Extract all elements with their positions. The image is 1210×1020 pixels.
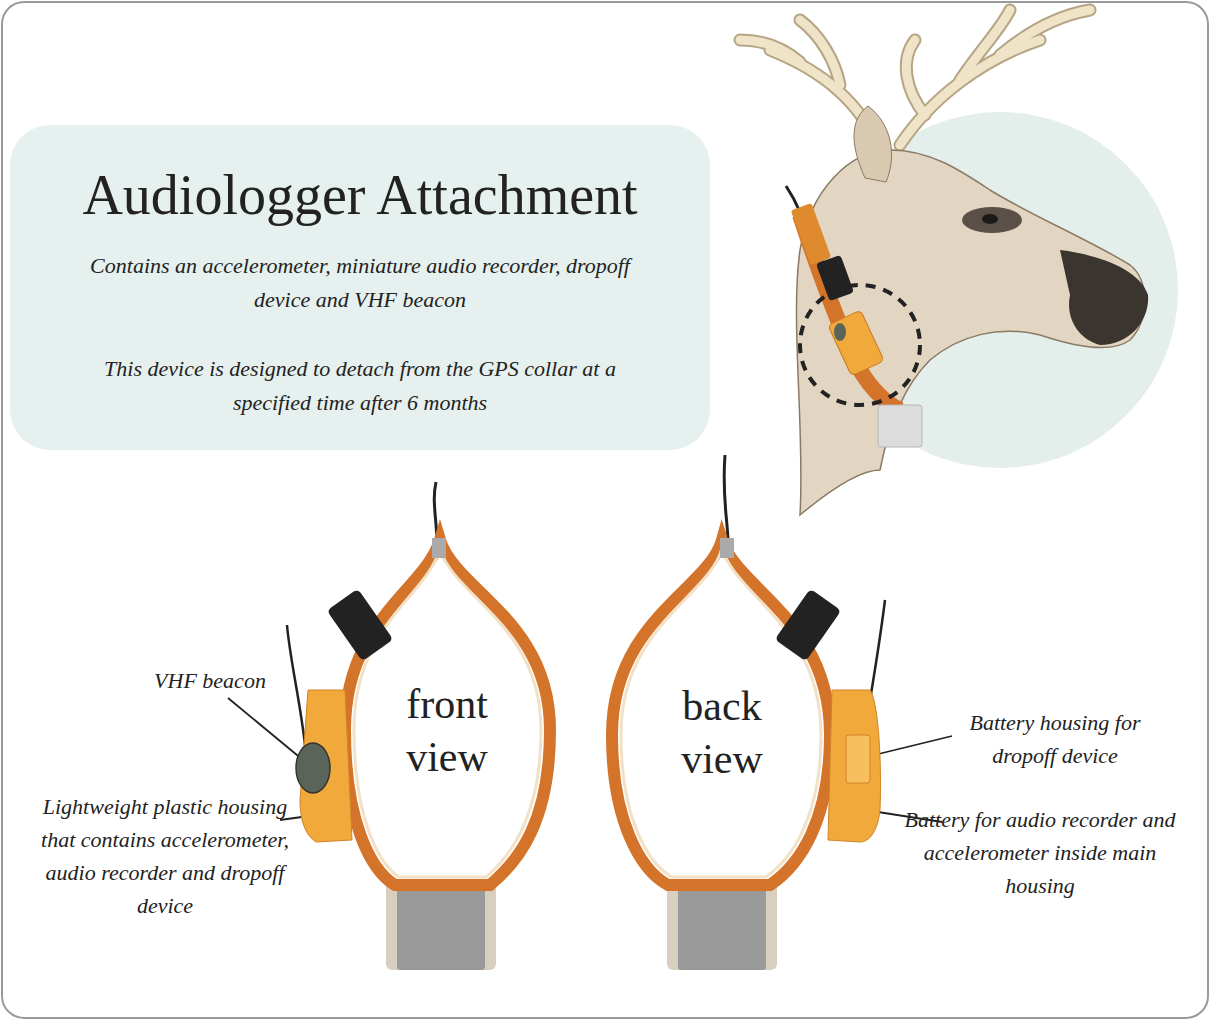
part-label: Battery for audio recorder and accelerom… bbox=[890, 803, 1190, 902]
collar-clip bbox=[432, 538, 446, 558]
gps-box bbox=[327, 589, 394, 662]
collar-drawing bbox=[612, 455, 885, 970]
dropoff-battery-housing bbox=[846, 735, 870, 783]
antenna bbox=[724, 455, 728, 540]
part-label: Lightweight plastic housing that contain… bbox=[40, 790, 290, 922]
drawing-part bbox=[900, 40, 1040, 145]
collar-lining bbox=[621, 548, 821, 877]
antlers bbox=[740, 10, 1090, 150]
drawing-part bbox=[740, 10, 1090, 150]
gps-box bbox=[816, 255, 854, 301]
counterweight bbox=[878, 405, 922, 447]
drawing-part bbox=[740, 40, 800, 62]
beacon-antenna bbox=[870, 600, 885, 700]
drawing-part bbox=[800, 20, 840, 85]
caribou-eye bbox=[982, 214, 998, 224]
counterweight-plate bbox=[678, 888, 766, 970]
vhf-beacon bbox=[296, 743, 330, 793]
gps-box bbox=[775, 589, 842, 662]
collar-loop bbox=[345, 540, 550, 885]
view-title: front view bbox=[382, 678, 512, 783]
collar-unit bbox=[791, 203, 832, 265]
caribou-ear bbox=[854, 106, 892, 182]
dashed-highlight bbox=[800, 285, 920, 405]
counterweight bbox=[667, 878, 777, 970]
audiologger-housing bbox=[828, 310, 884, 376]
drawing-part bbox=[906, 40, 925, 115]
counterweight-plate bbox=[397, 888, 485, 970]
counterweight bbox=[386, 878, 496, 970]
description: This device is designed to detach from t… bbox=[100, 352, 620, 420]
drawing-part bbox=[1000, 10, 1090, 55]
caribou-muzzle bbox=[1060, 250, 1148, 345]
part-label: Battery housing for dropoff device bbox=[950, 706, 1160, 772]
collar-loop bbox=[612, 540, 830, 885]
drawing-part bbox=[960, 10, 1010, 80]
drawing-part bbox=[906, 40, 925, 115]
audiologger-housing bbox=[828, 690, 881, 842]
info-panel: Audiologger AttachmentContains an accele… bbox=[10, 125, 710, 450]
part-label: VHF beacon bbox=[135, 664, 285, 697]
collar-drawing bbox=[287, 482, 550, 970]
drawing-part bbox=[1000, 10, 1090, 55]
vhf-beacon bbox=[834, 323, 846, 341]
collar-clip bbox=[720, 538, 734, 558]
heading: Audiologger Attachment bbox=[82, 163, 637, 227]
leader-line bbox=[228, 698, 303, 760]
collar-view: back view bbox=[560, 440, 920, 970]
description: Contains an accelerometer, miniature aud… bbox=[70, 249, 650, 317]
collar-lining bbox=[354, 548, 541, 877]
beacon-antenna bbox=[287, 625, 305, 745]
collar-view: front view bbox=[270, 445, 570, 970]
eye-patch bbox=[962, 207, 1022, 233]
view-title: back view bbox=[657, 680, 787, 785]
drawing-part bbox=[740, 10, 1090, 150]
